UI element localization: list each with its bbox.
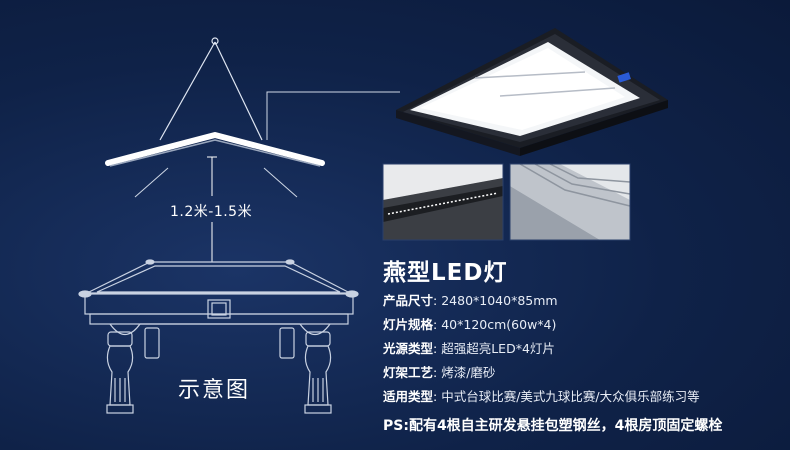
- lamp-product-photo: [396, 28, 668, 156]
- spec-key: 适用类型: [383, 389, 434, 404]
- spec-separator: :: [433, 365, 438, 380]
- product-title: 燕型LED灯: [383, 260, 508, 286]
- detail-photo-frame-corner: [509, 163, 631, 241]
- billiard-table-drawing: [78, 259, 359, 414]
- spec-separator: :: [433, 341, 438, 356]
- spec-key: 灯片规格: [383, 317, 434, 332]
- spec-value: 超强超亮LED*4灯片: [441, 341, 555, 356]
- height-dimension-line: [207, 156, 217, 262]
- spec-key: 产品尺寸: [383, 293, 434, 308]
- spec-key: 灯架工艺: [383, 365, 434, 380]
- height-range-label: 1.2米-1.5米: [170, 204, 253, 220]
- spec-row-finish: 灯架工艺: 烤漆/磨砂: [383, 361, 700, 385]
- table-leg-left: [106, 331, 134, 414]
- ps-note: PS:配有4根自主研发悬挂包塑钢丝，4根房顶固定螺栓: [383, 418, 723, 434]
- table-leg-back: [144, 327, 295, 359]
- spec-value: 2480*1040*85mm: [441, 293, 558, 308]
- spec-separator: :: [433, 317, 438, 332]
- connector-line: [266, 91, 400, 140]
- spec-value: 40*120cm(60w*4): [441, 317, 557, 332]
- table-leg-right: [304, 331, 332, 414]
- light-rays: [134, 167, 298, 198]
- spec-key: 光源类型: [383, 341, 434, 356]
- spec-separator: :: [433, 293, 438, 308]
- spec-row-light-source: 光源类型: 超强超亮LED*4灯片: [383, 337, 700, 361]
- spec-value: 中式台球比赛/美式九球比赛/大众俱乐部练习等: [441, 389, 700, 404]
- spec-separator: :: [433, 389, 438, 404]
- swallow-lamp-side-view: [105, 132, 325, 167]
- suspension-wires: [159, 37, 263, 141]
- detail-photo-led-strip: [382, 163, 504, 241]
- spec-row-size: 产品尺寸: 2480*1040*85mm: [383, 289, 700, 313]
- schematic-label: 示意图: [178, 378, 251, 403]
- spec-value: 烤漆/磨砂: [441, 365, 496, 380]
- spec-row-usage: 适用类型: 中式台球比赛/美式九球比赛/大众俱乐部练习等: [383, 385, 700, 409]
- spec-row-panel: 灯片规格: 40*120cm(60w*4): [383, 313, 700, 337]
- spec-list: 产品尺寸: 2480*1040*85mm 灯片规格: 40*120cm(60w*…: [383, 289, 700, 409]
